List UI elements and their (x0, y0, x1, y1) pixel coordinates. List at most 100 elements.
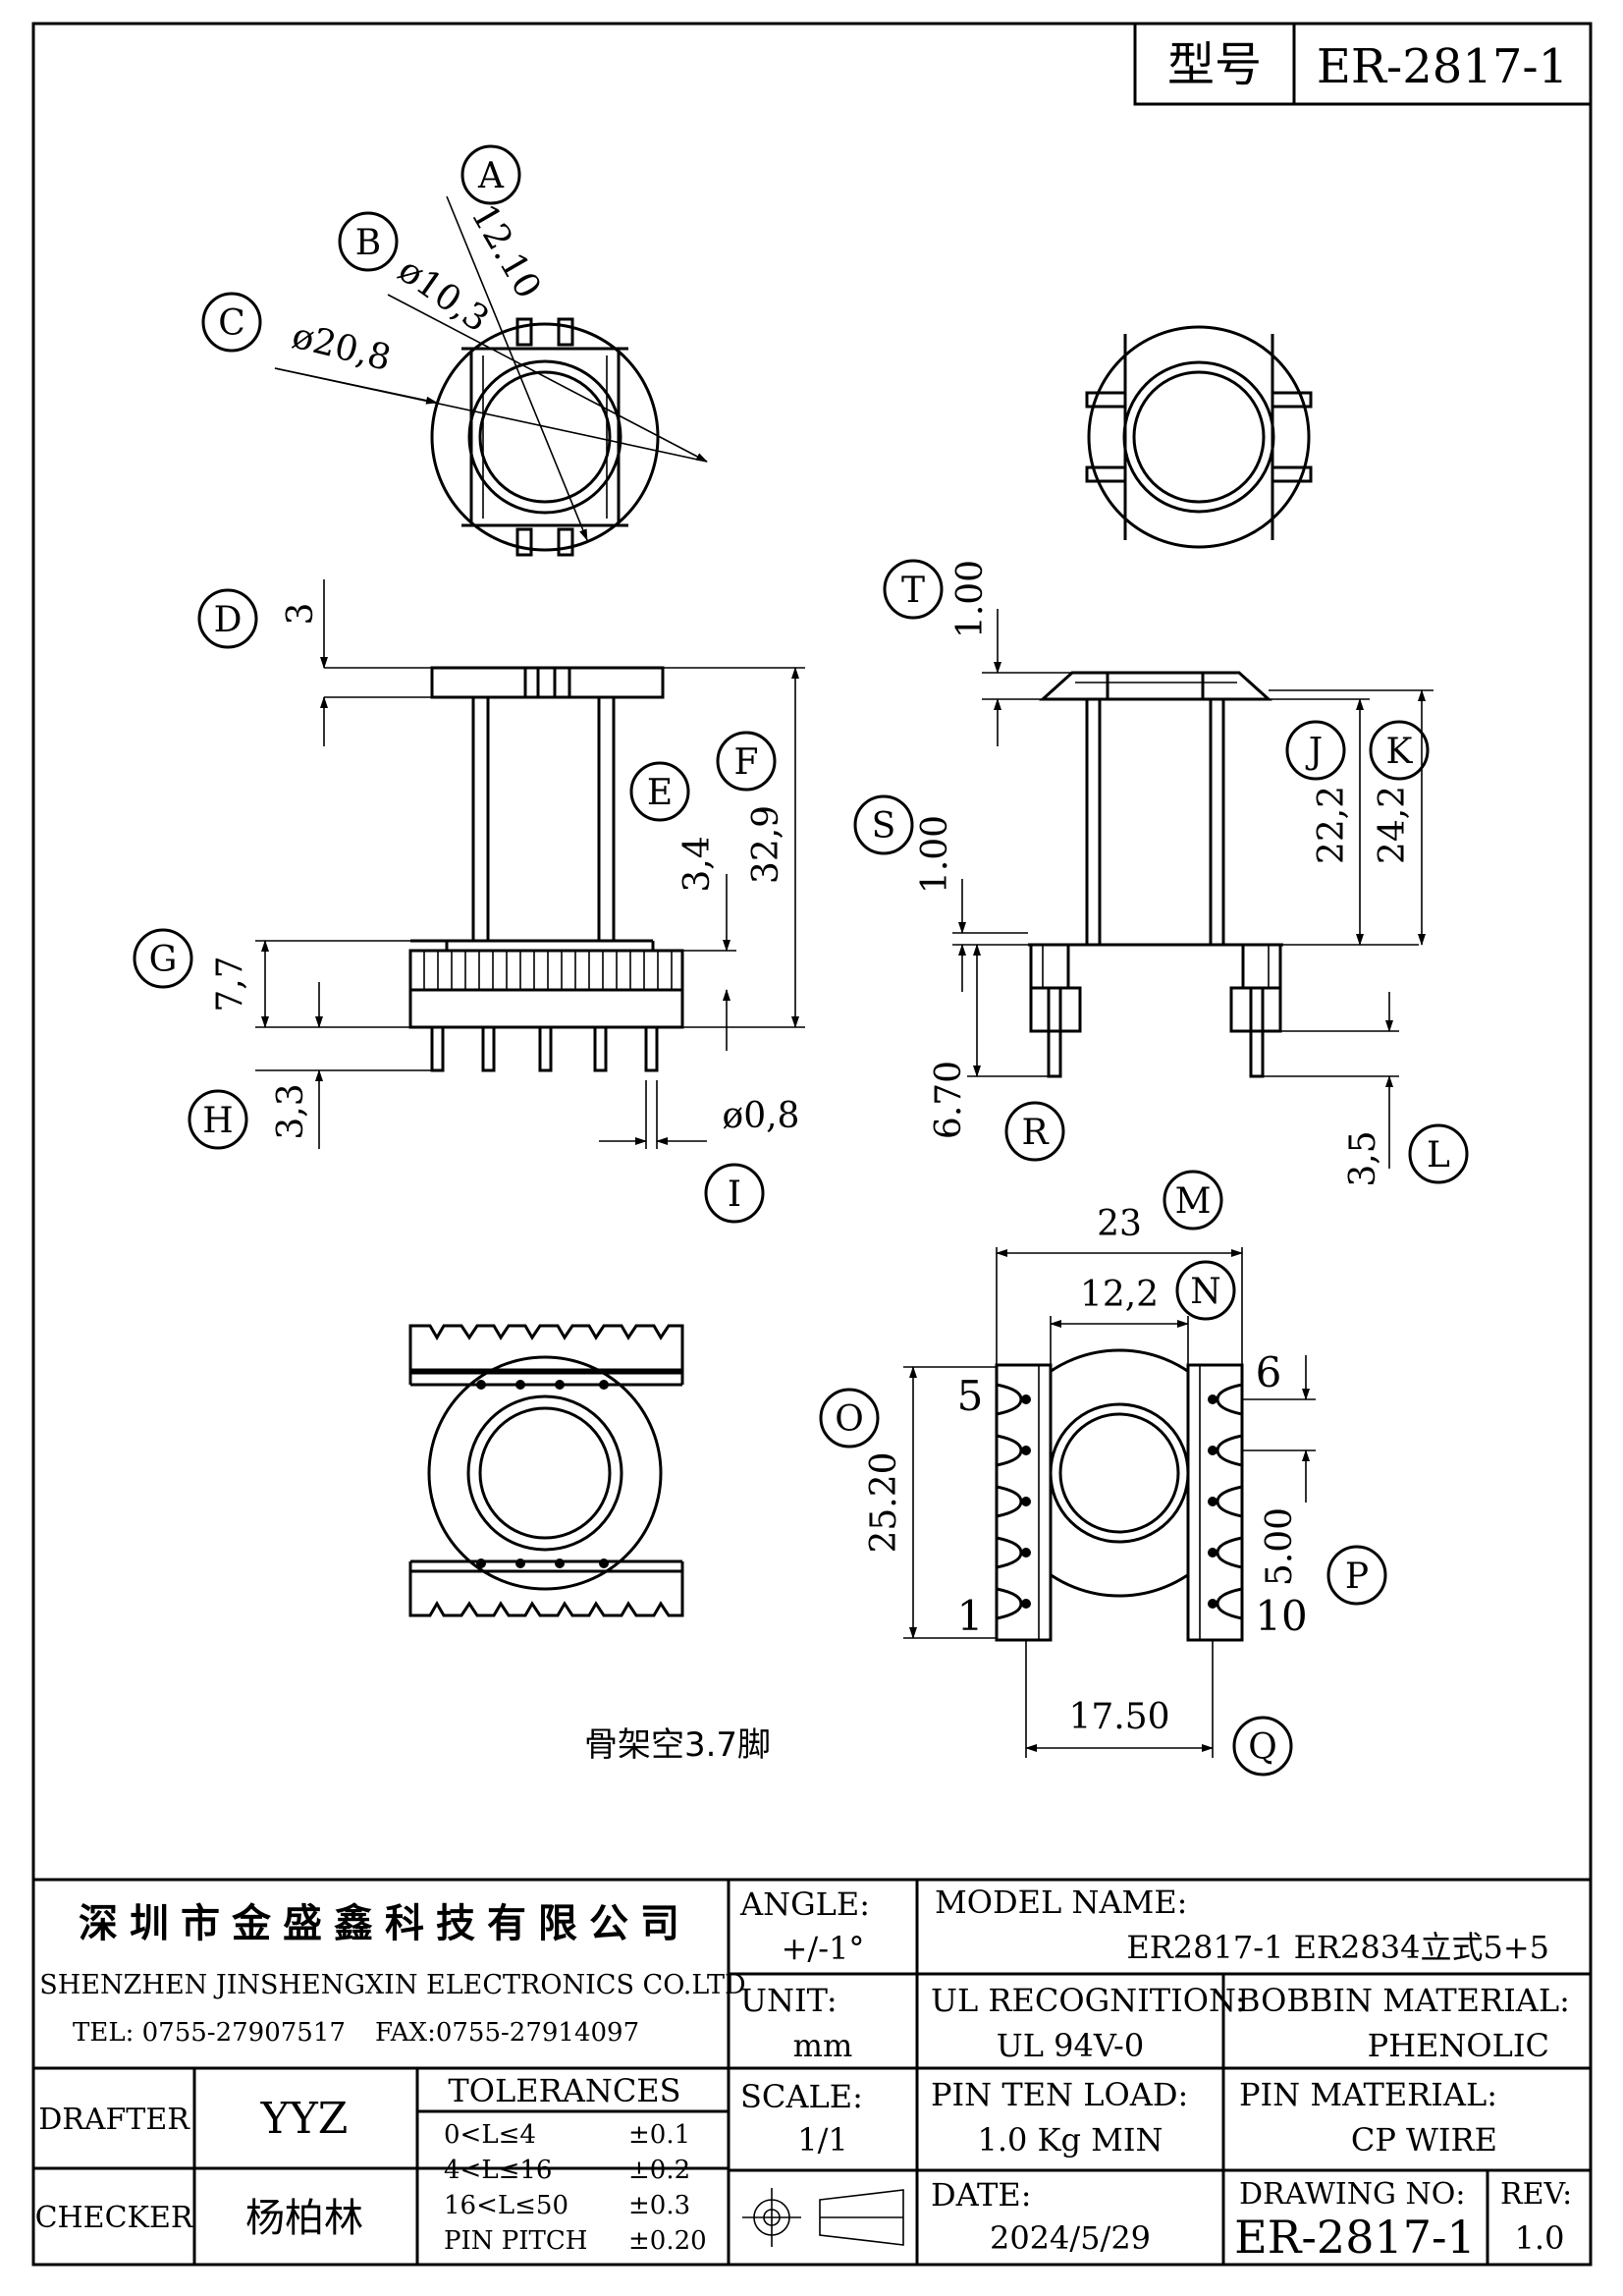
company-tel: TEL: 0755-27907517 (73, 2018, 346, 2048)
top-view-right (1085, 325, 1313, 549)
callout-E: E (629, 761, 690, 822)
dim-G: 7,7 (210, 956, 250, 1011)
svg-text:S: S (872, 806, 896, 847)
bottom-view-right (903, 1247, 1316, 1758)
svg-text:M: M (1175, 1181, 1212, 1222)
ul-value: UL 94V-0 (997, 2027, 1144, 2064)
svg-text:A: A (477, 156, 505, 196)
svg-text:E: E (647, 773, 673, 813)
unit-label: UNIT: (740, 1982, 838, 2019)
dim-Q: 17.50 (1068, 1697, 1169, 1737)
callout-N: N (1175, 1260, 1236, 1321)
header-model-box: 型号 ER-2817-1 (1133, 22, 1593, 106)
model-name-label: MODEL NAME: (935, 1884, 1187, 1921)
pin-label-10: 10 (1255, 1592, 1307, 1640)
dim-T: 1.00 (950, 560, 991, 638)
callout-S: S (853, 794, 914, 855)
pin-label-6: 6 (1256, 1348, 1282, 1396)
angle-value: +/-1° (782, 1930, 865, 1967)
bobbin-material-value: PHENOLIC (1368, 2027, 1549, 2064)
dim-I: ø0,8 (723, 1096, 800, 1136)
svg-text:C: C (218, 303, 245, 344)
rev-label: REV: (1500, 2177, 1572, 2212)
callout-B: B (338, 211, 399, 272)
pin-load-label: PIN TEN LOAD: (931, 2076, 1188, 2113)
callout-R: R (1004, 1101, 1065, 1162)
callout-G: G (133, 928, 193, 989)
dim-F: 32,9 (746, 805, 786, 884)
dim-L: 3,5 (1343, 1130, 1383, 1186)
note-text: 骨架空3.7脚 (584, 1725, 771, 1765)
side-view-right (952, 609, 1434, 1169)
tolerance-range-4: PIN PITCH (444, 2226, 587, 2256)
scale-value: 1/1 (797, 2121, 848, 2159)
tolerance-value-4: ±0.20 (628, 2226, 707, 2256)
callout-A: A (460, 144, 521, 205)
svg-text:P: P (1345, 1557, 1369, 1597)
callout-D: D (197, 588, 258, 649)
svg-text:N: N (1190, 1272, 1221, 1312)
drafter-label: DRAFTER (38, 2103, 190, 2137)
callout-L: L (1408, 1123, 1469, 1184)
date-value: 2024/5/29 (990, 2219, 1151, 2257)
checker-label: CHECKER (35, 2201, 194, 2235)
svg-text:L: L (1427, 1135, 1450, 1175)
company-name-cn: 深圳市金盛鑫科技有限公司 (79, 1901, 691, 1946)
callout-T: T (883, 559, 944, 620)
svg-text:K: K (1386, 732, 1414, 772)
pin-material-value: CP WIRE (1351, 2121, 1497, 2159)
dim-E: 3,4 (677, 836, 718, 892)
company-name-en: SHENZHEN JINSHENGXIN ELECTRONICS CO.LTD (39, 1970, 745, 2000)
title-block (33, 1878, 1591, 2265)
side-view-left (255, 579, 805, 1149)
dim-M: 23 (1097, 1204, 1142, 1244)
model-name-value: ER2817-1 ER2834立式5+5 (1126, 1929, 1549, 1966)
dim-A: 12.10 (462, 197, 548, 305)
unit-value: mm (793, 2027, 853, 2064)
callout-C: C (201, 292, 262, 353)
pin-label-5: 5 (957, 1372, 984, 1420)
date-label: DATE: (931, 2176, 1032, 2214)
callout-O: O (819, 1388, 880, 1449)
scale-label: SCALE: (740, 2078, 863, 2115)
dim-J: 22,2 (1312, 786, 1352, 864)
svg-text:Q: Q (1248, 1727, 1277, 1768)
tolerances-label: TOLERANCES (448, 2072, 680, 2109)
rev-value: 1.0 (1515, 2219, 1565, 2257)
tolerance-value-3: ±0.3 (628, 2191, 690, 2220)
dim-P: 5.00 (1260, 1507, 1300, 1586)
svg-text:D: D (214, 600, 243, 640)
checker-value: 杨柏林 (245, 2196, 363, 2241)
header-model-value: ER-2817-1 (1317, 39, 1568, 94)
dim-B: ø10,3 (391, 250, 496, 341)
dim-H: 3,3 (271, 1083, 311, 1139)
callout-P: P (1326, 1545, 1387, 1606)
callout-M: M (1163, 1170, 1223, 1230)
svg-text:B: B (355, 223, 381, 263)
dim-D: 3 (281, 603, 321, 626)
tolerance-value-2: ±0.2 (628, 2156, 690, 2185)
pin-material-label: PIN MATERIAL: (1239, 2076, 1497, 2113)
bobbin-material-label: BOBBIN MATERIAL: (1237, 1982, 1570, 2019)
header-model-label: 型号 (1167, 37, 1262, 92)
dim-O: 25.20 (864, 1451, 904, 1553)
page-border (31, 22, 1593, 2267)
tolerance-range-2: 4<L≤16 (444, 2156, 552, 2185)
dim-K: 24,2 (1373, 786, 1413, 864)
callout-K: K (1369, 720, 1430, 781)
pin-load-value: 1.0 Kg MIN (977, 2121, 1163, 2159)
svg-text:R: R (1021, 1113, 1049, 1153)
top-view-left (274, 195, 708, 557)
svg-text:H: H (202, 1101, 233, 1141)
ul-label: UL RECOGNITION: (931, 1982, 1246, 2019)
callout-F: F (716, 731, 777, 792)
svg-text:J: J (1305, 732, 1323, 772)
dim-R: 6.70 (929, 1061, 969, 1139)
svg-text:T: T (901, 571, 925, 611)
drawing-no-label: DRAWING NO: (1239, 2177, 1465, 2212)
tolerance-range-3: 16<L≤50 (444, 2191, 568, 2220)
drawing-no-value: ER-2817-1 (1234, 2211, 1476, 2264)
angle-label: ANGLE: (739, 1886, 870, 1923)
callout-I: I (704, 1163, 765, 1224)
drafter-value: YYZ (260, 2094, 349, 2144)
